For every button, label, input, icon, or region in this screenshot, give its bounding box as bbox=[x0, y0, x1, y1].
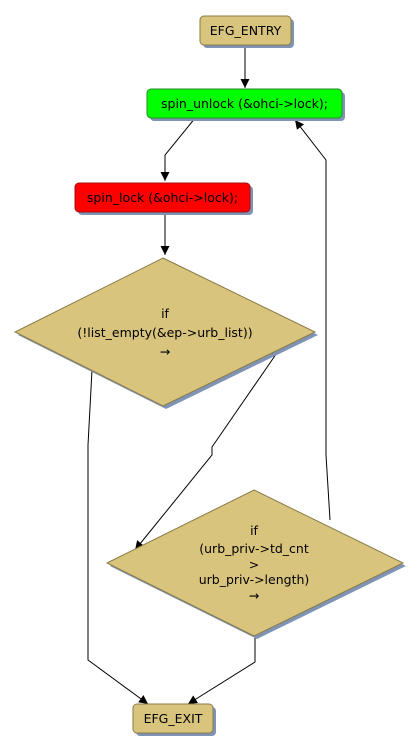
condition-1-line-2: (!list_empty(&ep->urb_list)) bbox=[77, 325, 252, 340]
condition-1-diamond bbox=[13, 257, 317, 407]
condition-2-line-1: if bbox=[250, 523, 258, 538]
condition-1-node[interactable]: if (!list_empty(&ep->urb_list)) → bbox=[13, 257, 318, 409]
exit-node-label: EFG_EXIT bbox=[144, 711, 203, 726]
edge-unlock-to-lock bbox=[160, 116, 197, 181]
unlock-node[interactable]: spin_unlock (&ohci->lock); bbox=[146, 88, 345, 121]
lock-node-label: spin_lock (&ohci->lock); bbox=[87, 190, 238, 205]
entry-node-label: EFG_ENTRY bbox=[210, 23, 282, 38]
condition-2-line-3: > bbox=[249, 557, 259, 572]
unlock-node-box bbox=[146, 88, 343, 119]
edges bbox=[87, 46, 331, 705]
lock-node[interactable]: spin_lock (&ohci->lock); bbox=[74, 182, 253, 215]
condition-2-line-2: (urb_priv->td_cnt bbox=[199, 541, 309, 556]
exit-node[interactable]: EFG_EXIT bbox=[132, 703, 216, 736]
edge-cond1-to-exit bbox=[87, 369, 149, 705]
lock-node-box bbox=[74, 182, 251, 213]
entry-node-box bbox=[199, 15, 292, 46]
edge-cond1-to-cond2 bbox=[134, 346, 282, 551]
exit-node-box bbox=[132, 703, 214, 734]
condition-2-line-5: → bbox=[249, 588, 259, 603]
condition-2-diamond bbox=[105, 489, 405, 637]
condition-1-line-1: if bbox=[161, 306, 169, 321]
condition-2-line-4: urb_priv->length) bbox=[199, 572, 310, 587]
edge-cond2-to-exit bbox=[187, 635, 256, 705]
condition-2-node[interactable]: if (urb_priv->td_cnt > urb_priv->length)… bbox=[105, 489, 406, 639]
unlock-node-label: spin_unlock (&ohci->lock); bbox=[161, 96, 328, 111]
edge-cond2-to-unlock bbox=[294, 119, 331, 521]
condition-1-line-3: → bbox=[160, 344, 170, 359]
entry-node[interactable]: EFG_ENTRY bbox=[199, 15, 294, 48]
